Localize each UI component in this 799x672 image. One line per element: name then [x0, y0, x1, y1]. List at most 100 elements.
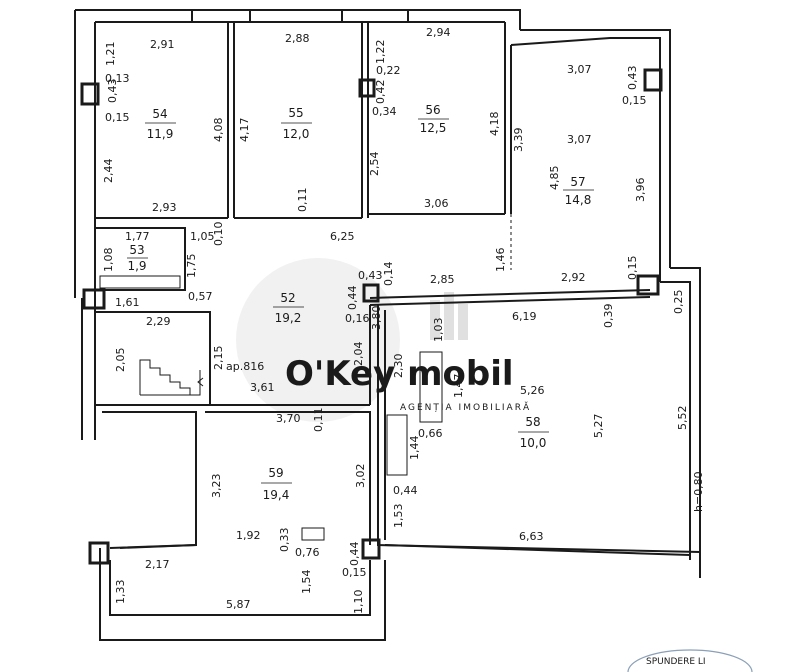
dim-label: 5,26 [520, 384, 545, 397]
dim-label: 4,18 [488, 112, 501, 137]
column-corridor [362, 283, 380, 303]
stair-arrow-icon [197, 377, 204, 387]
watermark-tagline: AGENȚIA IMOBILIARĂ [400, 401, 531, 413]
outer-wall-top [75, 9, 521, 30]
dim-label: 0,11 [296, 188, 309, 213]
dim-label: 2,92 [561, 271, 586, 284]
room-59-outer-walls [99, 548, 386, 641]
room-number: 59 [268, 466, 283, 480]
dim-label: 1,22 [374, 40, 387, 65]
room-57-outer-wall [510, 37, 661, 282]
dim-label: 0,22 [376, 64, 401, 77]
dim-label: 2,44 [102, 159, 115, 184]
column-59-right [361, 538, 381, 560]
vent-ducts [99, 275, 443, 541]
column-54 [80, 82, 100, 106]
dim-label: 5,52 [676, 406, 689, 431]
column-57-top [643, 68, 663, 92]
dim-label: 2,85 [430, 273, 455, 286]
dim-label: 2,93 [152, 201, 177, 214]
dim-label: 2,17 [145, 558, 170, 571]
dim-label: 2,30 [392, 354, 405, 379]
dim-label: 3,06 [424, 197, 449, 210]
dim-label: 0,25 [672, 290, 685, 315]
dim-label: 1,75 [185, 254, 198, 279]
room-58-bottom-inner [384, 544, 691, 556]
dim-label: 0,76 [295, 546, 320, 559]
room-57-outer-facade [520, 29, 671, 268]
columns [80, 68, 663, 565]
room-59-bottom-walls [109, 560, 371, 616]
room-number: 53 [129, 243, 144, 257]
dim-label: 4,85 [548, 166, 561, 191]
dim-label: 2,91 [150, 38, 175, 51]
watermark-circle [236, 258, 400, 422]
dim-label: 1,47 [452, 374, 465, 399]
wall-52-58 [369, 289, 651, 299]
dim-label: 2,15 [212, 346, 225, 371]
room-number: 52 [280, 291, 295, 305]
column-57-bottom [636, 274, 660, 296]
dim-label: 1,77 [125, 230, 150, 243]
room-number: 54 [152, 107, 167, 121]
dim-label: 3,70 [276, 412, 301, 425]
vent-58-b [386, 414, 408, 476]
room-58-right-inner [660, 281, 691, 560]
dim-label: 3,02 [354, 464, 367, 489]
dim-label: 0,43 [626, 66, 639, 91]
dim-label: 0,44 [393, 484, 418, 497]
dim-label: 0,42 [374, 80, 387, 105]
watermark-brand: O'Key mobil [285, 354, 514, 394]
dim-label: 0,39 [602, 304, 615, 329]
dim-label: 0,10 [212, 222, 225, 247]
dim-label: 1,61 [115, 296, 140, 309]
dim-label: 0,14 [382, 262, 395, 287]
room-area: 12,0 [283, 127, 310, 141]
dim-label: 1,03 [432, 318, 445, 343]
dim-label: 3,23 [210, 474, 223, 499]
room-labels: 54 11,9 55 12,0 56 12,5 57 14,8 53 1,9 5… [127, 103, 594, 502]
dimension-labels-horizontal: 2,91 2,88 2,94 3,07 3,07 0,13 0,15 0,22 … [105, 26, 647, 611]
dim-label: 2,54 [368, 152, 381, 177]
dim-label: 0,15 [105, 111, 130, 124]
wall-55-56 [361, 22, 369, 218]
room-53-walls [95, 227, 186, 291]
dim-label: 0,57 [188, 290, 213, 303]
dim-label: 0,15 [342, 566, 367, 579]
room-number: 57 [570, 175, 585, 189]
column-59-left [88, 541, 110, 565]
dim-label: 3,39 [512, 128, 525, 153]
dim-label: 1,08 [102, 248, 115, 273]
room-area: 1,9 [127, 259, 146, 273]
dim-label: 0,66 [418, 427, 443, 440]
room-number: 56 [425, 103, 440, 117]
dim-label: 1,21 [104, 42, 117, 67]
walls [74, 9, 701, 641]
dim-label: 3,96 [634, 178, 647, 203]
dim-label: 0,11 [312, 408, 325, 433]
dim-label: 3,80 [370, 306, 383, 331]
dim-label: 1,44 [408, 436, 421, 461]
dimension-labels-vertical: 1,21 0,43 4,08 4,17 1,22 0,42 4,18 0,43 … [102, 40, 705, 615]
dim-label: 0,43 [358, 269, 383, 282]
dim-label: h=0,80 [692, 471, 705, 512]
room-area: 19,4 [263, 488, 290, 502]
dim-label: 2,94 [426, 26, 451, 39]
top-window-marks [191, 10, 409, 22]
dim-label: 0,15 [626, 256, 639, 281]
dim-label: 1,10 [352, 590, 365, 615]
watermark-building-icon [430, 292, 468, 340]
wall-52-58-inner [369, 296, 651, 306]
room-area: 10,0 [520, 436, 547, 450]
dim-label: 0,34 [372, 105, 397, 118]
vent-53 [99, 275, 181, 289]
room-number: 58 [525, 415, 540, 429]
column-left-mid [82, 288, 106, 310]
dim-label: 6,25 [330, 230, 355, 243]
dim-label: 4,17 [238, 118, 251, 143]
stamp-outline [627, 649, 753, 672]
dim-label: 3,07 [567, 63, 592, 76]
dim-label: 5,27 [592, 414, 605, 439]
dim-label: 1,33 [114, 580, 127, 605]
watermark: O'Key mobil AGENȚIA IMOBILIARĂ [236, 258, 531, 422]
